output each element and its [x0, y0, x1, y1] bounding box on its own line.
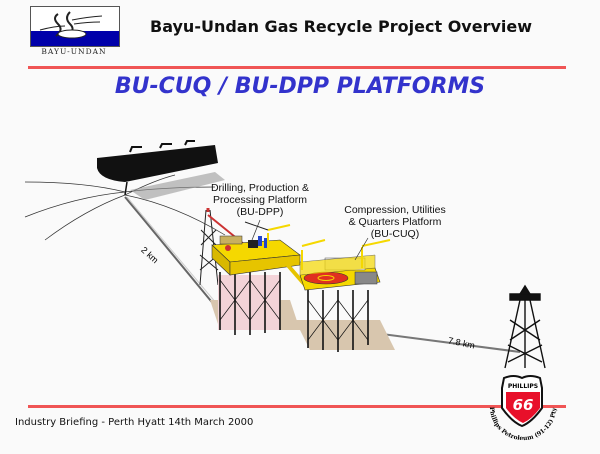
platforms-illustration [24, 140, 546, 369]
ship-shadow [130, 172, 225, 200]
logo-text: BAYU-UNDAN [41, 47, 107, 56]
cuq-label-line: Compression, Utilities [344, 204, 446, 216]
bridge [283, 260, 307, 287]
svg-text:66: 66 [513, 396, 534, 414]
export-tower [504, 284, 546, 369]
dpp-label-line: Processing Platform [213, 194, 307, 206]
footer-text: Industry Briefing - Perth Hyatt 14th Mar… [15, 417, 254, 428]
dpp-jacket [218, 272, 281, 335]
svg-text:PHILLIPS: PHILLIPS [508, 383, 538, 390]
cuq-label-line: (BU-CUQ) [370, 228, 420, 240]
dpp-label: Drilling, Production & Processing Platfo… [200, 182, 320, 218]
page-title: Bayu-Undan Gas Recycle Project Overview [150, 17, 533, 36]
dpp-deck [211, 221, 301, 276]
phillips-66-logo: PHILLIPS 66 Phillips Petroleum (91-12) P… [480, 367, 562, 454]
cuq-deck [299, 239, 391, 291]
footer-divider [28, 405, 566, 408]
slide-subtitle: BU-CUQ / BU-DPP PLATFORMS [114, 74, 486, 99]
cuq-jacket [307, 290, 369, 352]
cuq-label: Compression, Utilities & Quarters Platfo… [335, 204, 455, 240]
mooring-lines [24, 174, 226, 241]
fpso-ship [97, 140, 218, 196]
dpp-label-line: Drilling, Production & [210, 182, 310, 194]
dpp-label-line: (BU-DPP) [236, 206, 284, 218]
header-divider [28, 66, 566, 69]
bayu-undan-logo [30, 6, 120, 47]
cuq-label-line: & Quarters Platform [348, 216, 442, 228]
